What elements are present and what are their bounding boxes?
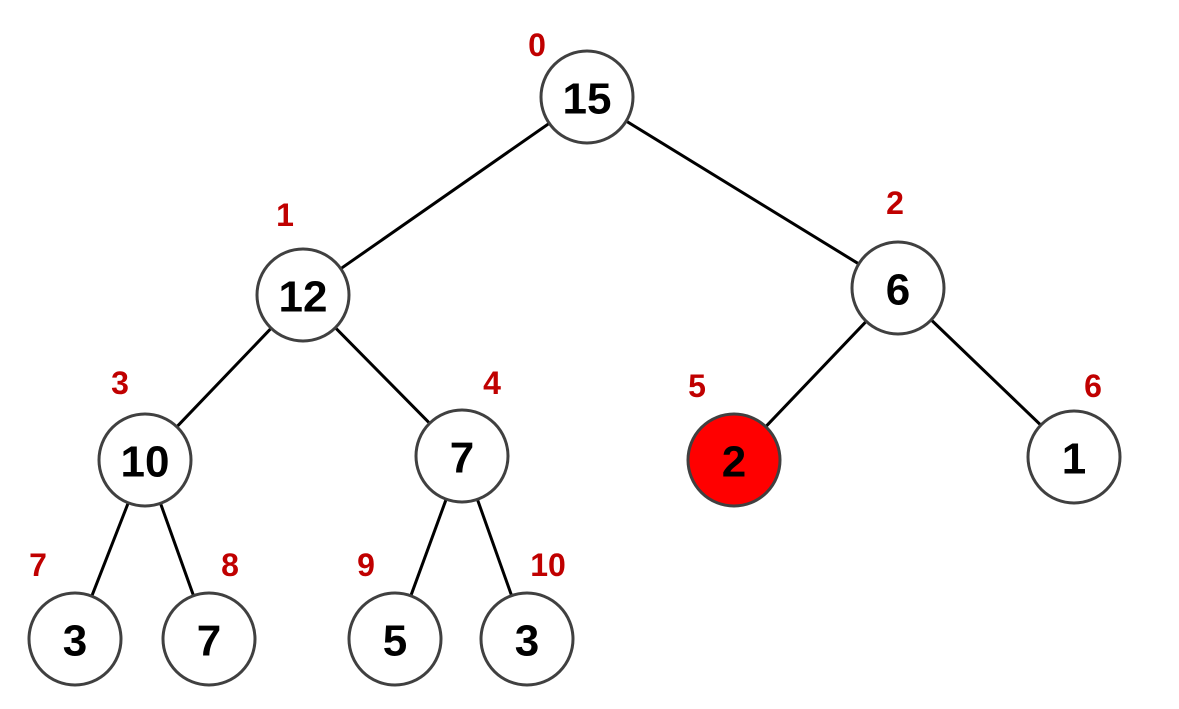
node-index-label: 5	[688, 368, 706, 404]
heap-node-7	[27, 591, 123, 687]
heap-node-1	[255, 247, 351, 343]
edge-3-7	[90, 502, 130, 597]
edge-1-3	[175, 327, 273, 428]
node-value: 6	[886, 266, 910, 315]
edge-0-1	[339, 122, 551, 270]
heap-node-0	[539, 49, 635, 145]
heap-node-10	[479, 591, 575, 687]
edge-0-2	[625, 119, 860, 266]
heap-node-2	[850, 240, 946, 336]
node-index-label: 6	[1084, 368, 1102, 404]
heap-node-4	[414, 408, 510, 504]
node-index-label: 7	[29, 547, 47, 583]
edge-4-10	[475, 498, 514, 597]
node-index-label: 3	[111, 365, 129, 401]
heap-node-6	[1026, 409, 1122, 505]
node-value: 15	[563, 75, 612, 124]
node-value: 12	[279, 273, 328, 322]
node-index-label: 10	[530, 547, 566, 583]
node-index-label: 1	[276, 197, 294, 233]
heap-node-5	[686, 412, 782, 508]
node-value: 3	[63, 617, 87, 666]
node-index-label: 9	[357, 547, 375, 583]
edge-1-4	[334, 326, 431, 425]
heap-node-9	[347, 591, 443, 687]
edge-3-8	[159, 502, 195, 597]
heap-node-8	[161, 591, 257, 687]
node-value: 10	[121, 438, 170, 487]
node-value: 5	[383, 617, 407, 666]
node-value: 3	[515, 617, 539, 666]
node-index-label: 4	[483, 365, 501, 401]
node-value: 7	[450, 434, 474, 483]
node-index-label: 0	[528, 27, 546, 63]
edge-2-6	[930, 318, 1042, 427]
node-index-label: 8	[221, 547, 239, 583]
edge-4-9	[409, 498, 448, 597]
node-value: 1	[1062, 435, 1086, 484]
node-index-label: 2	[886, 185, 904, 221]
node-value: 7	[197, 617, 221, 666]
node-value: 2	[722, 438, 746, 487]
edge-2-5	[764, 320, 868, 428]
heap-node-3	[97, 412, 193, 508]
